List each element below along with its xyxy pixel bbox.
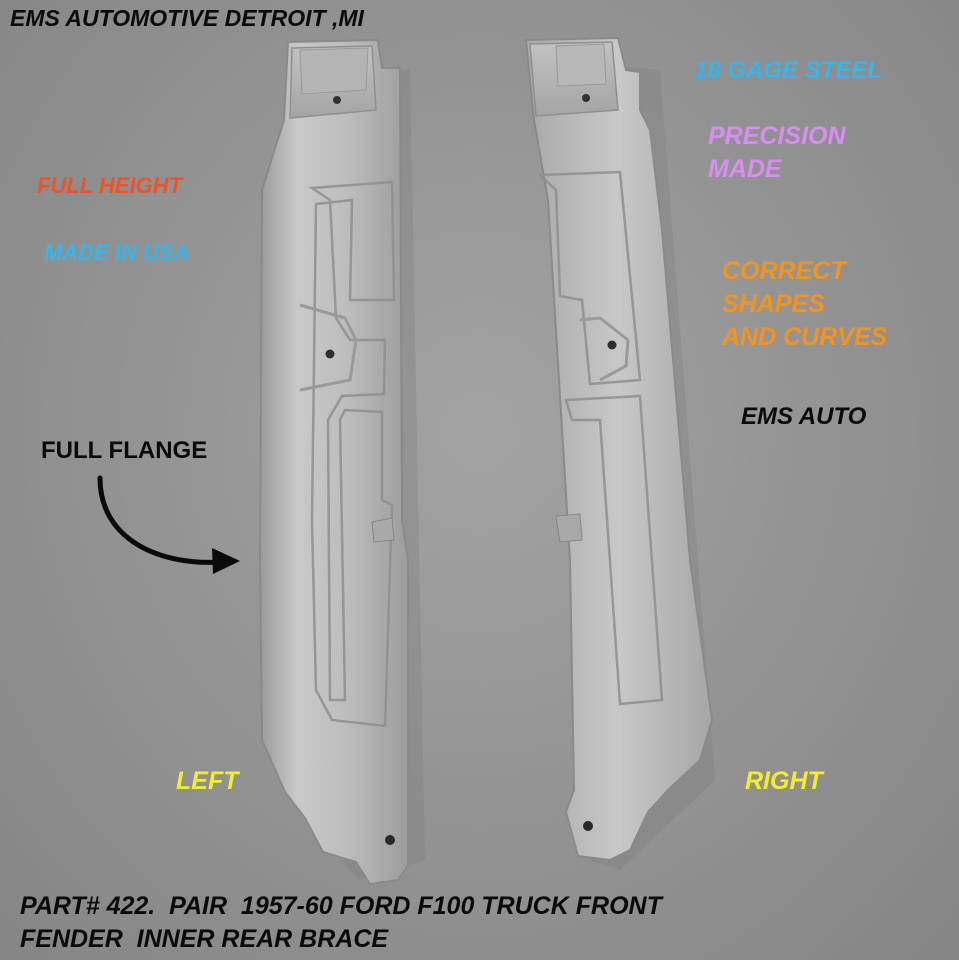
callout-made-in-usa: MADE IN USA bbox=[44, 240, 190, 265]
label-right: RIGHT bbox=[745, 767, 823, 795]
callout-precision-made: PRECISION MADE bbox=[708, 122, 846, 183]
callout-full-flange: FULL FLANGE bbox=[41, 437, 208, 464]
page-title: EMS AUTOMOTIVE DETROIT ,MI bbox=[10, 5, 364, 31]
part-description-line-1: PART# 422. PAIR 1957-60 FORD F100 TRUCK … bbox=[20, 892, 662, 920]
callout-ems-auto: EMS AUTO bbox=[741, 403, 867, 430]
callout-full-height: FULL HEIGHT bbox=[37, 173, 183, 198]
right-brace bbox=[524, 36, 714, 862]
label-left: LEFT bbox=[176, 767, 239, 795]
curved-arrow-icon bbox=[97, 475, 240, 574]
left-brace bbox=[258, 38, 409, 886]
callout-correct-shapes: CORRECT SHAPES AND CURVES bbox=[722, 257, 888, 351]
part-description-line-2: FENDER INNER REAR BRACE bbox=[20, 925, 389, 953]
callout-gage-steel: 18 GAGE STEEL bbox=[694, 57, 883, 84]
